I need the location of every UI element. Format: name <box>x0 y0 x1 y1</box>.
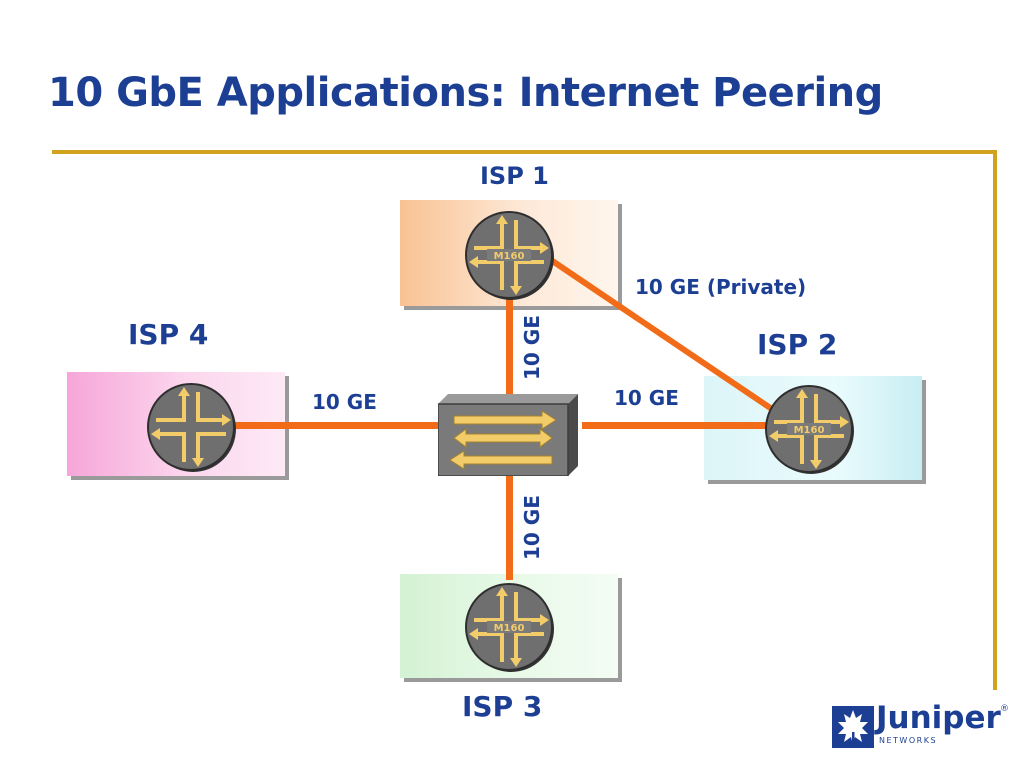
link-label-isp1: 10 GE <box>520 315 544 380</box>
top-accent-rule <box>52 150 997 154</box>
router-icon-isp1: M160 <box>465 211 554 300</box>
slide-title: 10 GbE Applications: Internet Peering <box>48 70 883 116</box>
juniper-leaf-icon <box>832 706 874 748</box>
link-label-isp2: 10 GE <box>614 386 679 410</box>
link-isp4-switch <box>232 422 442 429</box>
router-model-isp3: M160 <box>494 623 525 634</box>
router-icon-isp2: M160 <box>765 385 854 474</box>
logo-registered: ® <box>1000 704 1009 714</box>
link-switch-isp2 <box>582 422 772 429</box>
router-icon-isp4 <box>147 383 236 472</box>
isp4-label: ISP 4 <box>128 318 209 351</box>
juniper-logo: Juniper ® NETWORKS <box>832 700 1009 750</box>
router-model-isp1: M160 <box>494 251 525 262</box>
switch-icon <box>438 394 578 476</box>
link-label-isp3: 10 GE <box>520 495 544 560</box>
isp1-label: ISP 1 <box>480 162 549 190</box>
logo-sub: NETWORKS <box>879 736 938 745</box>
router-icon-isp3: M160 <box>465 583 554 672</box>
isp3-label: ISP 3 <box>462 690 543 723</box>
link-switch-isp3 <box>506 476 513 580</box>
link-isp1-switch <box>506 296 513 396</box>
isp2-label: ISP 2 <box>757 328 838 361</box>
logo-name: Juniper <box>876 700 1001 736</box>
link-label-private: 10 GE (Private) <box>635 275 807 299</box>
right-accent-rule <box>993 150 997 690</box>
link-label-isp4: 10 GE <box>312 390 377 414</box>
router-model-isp2: M160 <box>794 425 825 436</box>
